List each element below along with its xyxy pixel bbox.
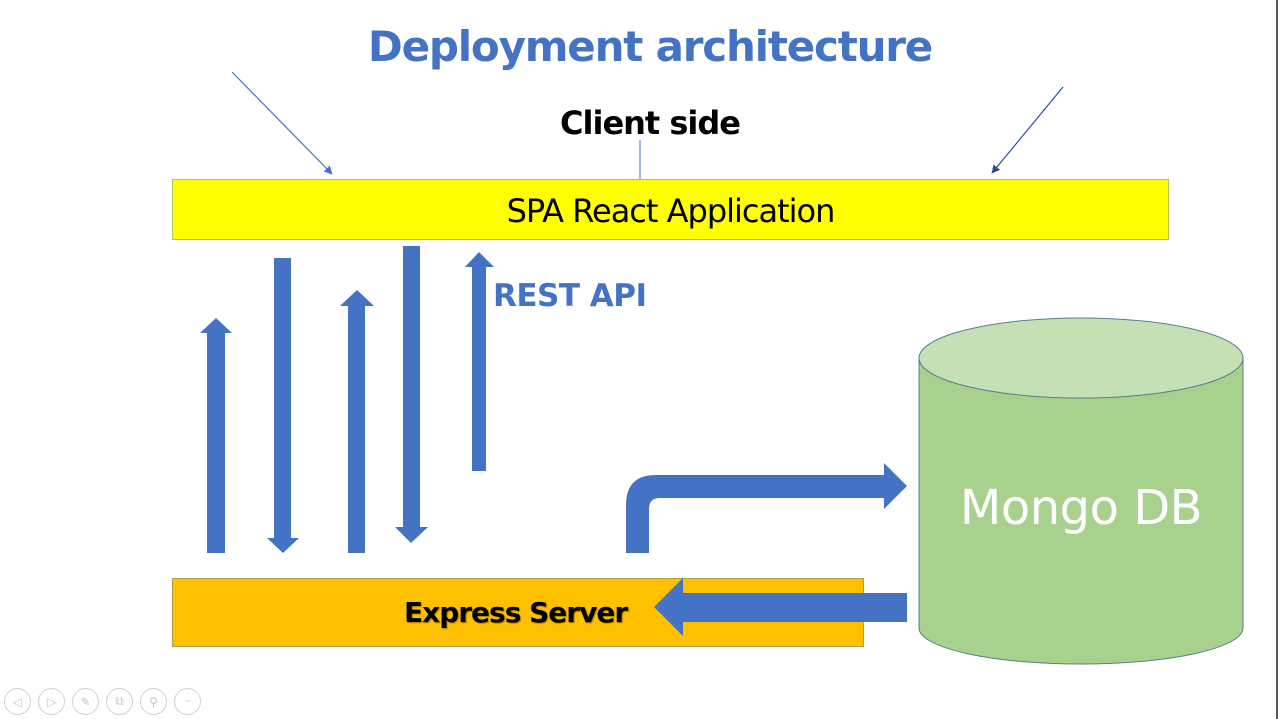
rest-arrow-up-3 — [465, 252, 494, 471]
more-icon: ··· — [184, 696, 192, 707]
rest-arrow-down-1 — [267, 258, 299, 553]
spa-react-application-box: SPA React Application — [172, 179, 1169, 240]
spa-react-application-label: SPA React Application — [506, 191, 836, 230]
chevron-right-icon: ▷ — [46, 694, 57, 709]
rest-arrow-down-2 — [395, 246, 428, 543]
mongo-db-label: Mongo DB — [959, 480, 1203, 536]
previous-slide-button[interactable]: ◁ — [4, 688, 31, 715]
rest-arrow-up-2 — [340, 290, 374, 553]
rest-api-label: REST API — [493, 278, 647, 314]
express-server-label: Express Server — [404, 596, 628, 629]
client-side-label: Client side — [560, 104, 741, 142]
pointer-arrow-left — [231, 71, 333, 175]
next-slide-button[interactable]: ▷ — [38, 688, 65, 715]
magnifier-icon: ⚲ — [149, 694, 158, 709]
slides-icon: ⧉ — [115, 694, 124, 708]
slideshow-toolbar: ◁ ▷ ✎ ⧉ ⚲ ··· — [4, 688, 201, 715]
pen-button[interactable]: ✎ — [72, 688, 99, 715]
zoom-button[interactable]: ⚲ — [140, 688, 167, 715]
pointer-arrow-right — [991, 86, 1064, 174]
mongo-db-cylinder — [918, 317, 1244, 665]
slide-title: Deployment architecture — [367, 22, 933, 71]
pen-icon: ✎ — [80, 694, 91, 709]
see-all-slides-button[interactable]: ⧉ — [106, 688, 133, 715]
chevron-left-icon: ◁ — [12, 694, 23, 709]
rest-arrow-up-1 — [200, 318, 232, 553]
more-options-button[interactable]: ··· — [174, 688, 201, 715]
server-to-db-arrow — [626, 463, 907, 553]
